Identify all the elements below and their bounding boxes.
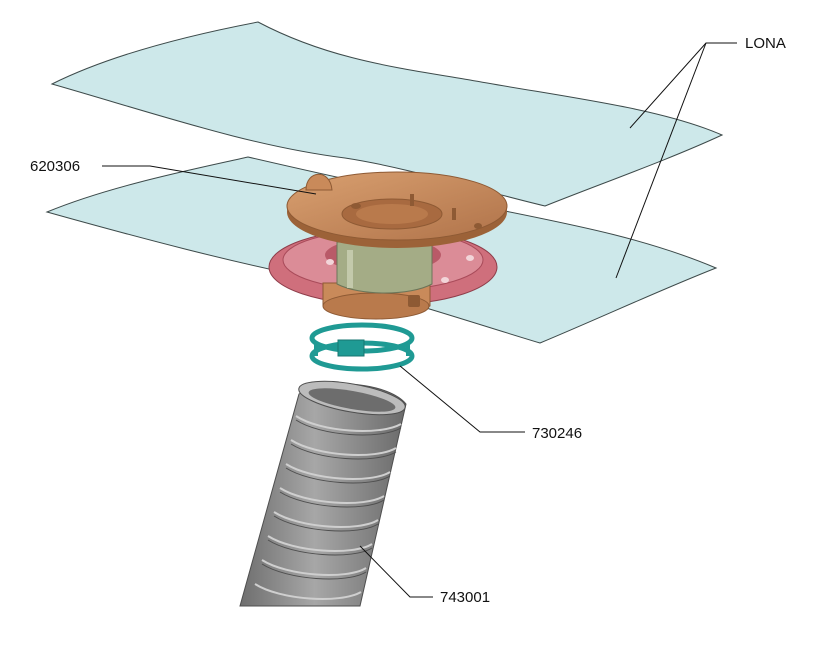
flange-620306 bbox=[286, 171, 508, 248]
leader-lines bbox=[102, 42, 737, 598]
inner-tube bbox=[336, 241, 433, 294]
leader-730246 bbox=[399, 365, 525, 433]
leader-lona-bottom bbox=[615, 42, 707, 279]
clamp-730246 bbox=[309, 322, 415, 372]
label-730246: 730246 bbox=[532, 425, 582, 442]
label-620306: 620306 bbox=[30, 158, 80, 175]
top-canvas-sheet bbox=[50, 21, 724, 207]
label-lona: LONA bbox=[745, 35, 786, 52]
label-743001: 743001 bbox=[440, 589, 490, 606]
leader-620306 bbox=[102, 165, 317, 195]
leader-743001 bbox=[359, 545, 433, 598]
hose-743001 bbox=[239, 380, 407, 607]
